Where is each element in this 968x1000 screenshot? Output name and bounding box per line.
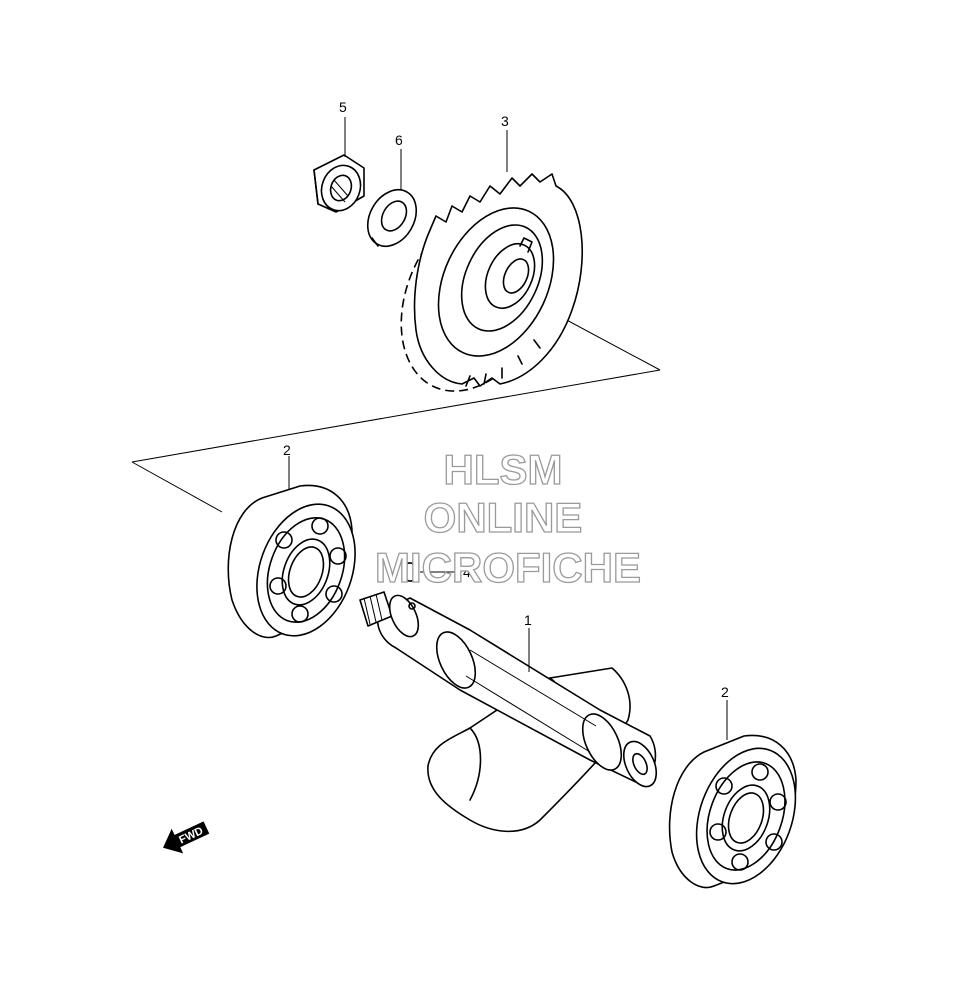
callout-5: 5 (339, 99, 347, 115)
balancer-shaft-part-1[interactable] (359, 591, 663, 833)
forward-label: FWD (177, 825, 205, 846)
callout-6: 6 (395, 132, 403, 148)
watermark-line-1: HLSM (444, 446, 563, 493)
callout-4: 4 (463, 564, 471, 580)
callout-3: 3 (501, 113, 509, 129)
assembly-guide-lines (131, 294, 661, 513)
watermark-line-2: ONLINE (424, 494, 583, 541)
key-part-4[interactable] (403, 562, 460, 582)
callout-1: 1 (524, 612, 532, 628)
callout-leaders (288, 117, 728, 740)
bearing-part-2-upper[interactable] (227, 484, 372, 649)
callout-2-upper: 2 (283, 442, 291, 458)
nut-part-5[interactable] (313, 154, 367, 216)
watermark-line-3: MICROFICHE (375, 544, 641, 591)
forward-arrow-icon: FWD (163, 821, 210, 854)
gear-part-3[interactable] (372, 173, 584, 415)
bearing-part-2-lower[interactable] (668, 734, 814, 897)
callout-2-lower: 2 (721, 684, 729, 700)
watermark: HLSM ONLINE MICROFICHE (374, 445, 641, 591)
washer-part-6[interactable] (358, 181, 426, 255)
